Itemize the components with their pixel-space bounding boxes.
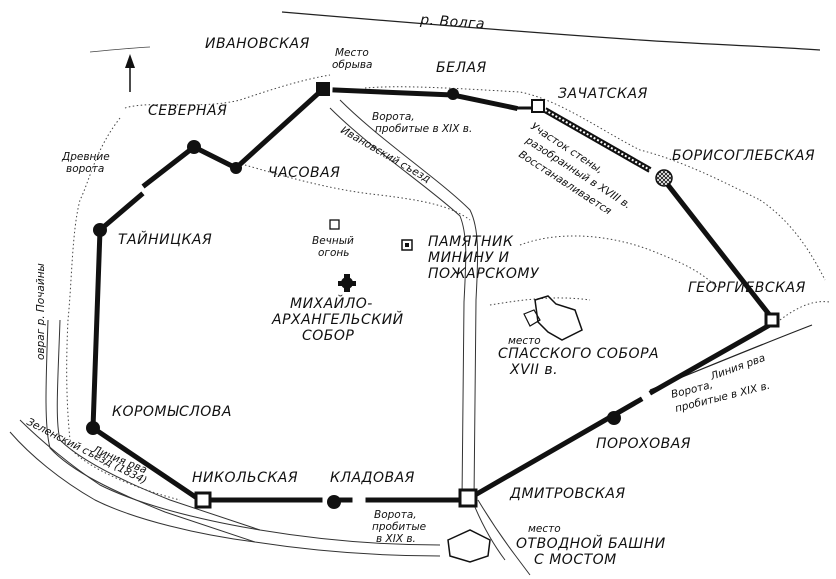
eternal-flame-icon bbox=[329, 219, 340, 230]
label-otvodnaya-3: С МОСТОМ bbox=[534, 552, 617, 568]
tower-belaya bbox=[447, 88, 459, 100]
label-borisoglebskaya: БОРИСОГЛЕБСКАЯ bbox=[672, 148, 815, 164]
label-porokhovaya: ПОРОХОВАЯ bbox=[596, 436, 691, 452]
label-georgievskaya: ГЕОРГИЕВСКАЯ bbox=[688, 280, 806, 296]
label-zachatskaya: ЗАЧАТСКАЯ bbox=[558, 86, 648, 102]
roads bbox=[9, 99, 531, 576]
tower-tainitskaya bbox=[93, 223, 107, 237]
otvodnaya-tower-outline bbox=[447, 529, 491, 563]
label-belaya: БЕЛАЯ bbox=[436, 60, 487, 76]
label-nikolskaya: НИКОЛЬСКАЯ bbox=[192, 470, 298, 486]
kremlin-wall bbox=[90, 86, 779, 509]
label-pamyatnik-2: МИНИНУ И bbox=[428, 250, 510, 266]
tower-severnaya bbox=[187, 140, 201, 154]
north-arrow-icon bbox=[125, 54, 135, 92]
label-sobor-2: АРХАНГЕЛЬСКИЙ bbox=[271, 310, 404, 328]
label-vorota-top-1: Ворота, bbox=[372, 111, 415, 123]
label-chasovaya: ЧАСОВАЯ bbox=[268, 165, 340, 181]
label-drevnie-1: Древние bbox=[61, 151, 110, 163]
label-kladovaya: КЛАДОВАЯ bbox=[330, 470, 415, 486]
tower-kladovaya bbox=[327, 495, 341, 509]
volga-shore bbox=[281, 11, 821, 51]
label-drevnie-2: ворота bbox=[66, 163, 104, 175]
label-mesto-obryva-1: Место bbox=[335, 47, 369, 59]
label-koromyslova: КОРОМЫСЛОВА bbox=[112, 404, 232, 420]
label-dmitrovskaya: ДМИТРОВСКАЯ bbox=[509, 486, 626, 502]
volga-shore-2 bbox=[89, 46, 151, 53]
label-otvodnaya-1: место bbox=[528, 523, 561, 535]
spassky-cathedral-outline bbox=[534, 295, 583, 341]
label-vechny-1: Вечный bbox=[312, 235, 354, 247]
tower-nikolskaya bbox=[194, 491, 212, 509]
label-severnaya: СЕВЕРНАЯ bbox=[148, 103, 227, 119]
label-spassky-1: место bbox=[508, 335, 541, 347]
label-vorota-bottom-1: Ворота, bbox=[374, 509, 417, 521]
monument-icon bbox=[401, 239, 413, 251]
label-mesto-obryva-2: обрыва bbox=[332, 59, 372, 71]
tower-dmitrovskaya bbox=[458, 488, 478, 508]
tower-porokhovaya bbox=[607, 411, 621, 425]
label-otvodnaya-2: ОТВОДНОЙ БАШНИ bbox=[516, 534, 666, 552]
label-sobor-3: СОБОР bbox=[302, 328, 354, 344]
tower-georgievskaya bbox=[764, 312, 780, 328]
label-tainitskaya: ТАЙНИЦКАЯ bbox=[118, 230, 212, 248]
tower-borisoglebskaya bbox=[655, 169, 673, 187]
label-spassky-3: XVII в. bbox=[509, 362, 558, 378]
cathedral-icon bbox=[338, 274, 356, 292]
tower-ivanovskaya bbox=[316, 82, 330, 96]
label-volga: р. Волга bbox=[419, 12, 486, 33]
label-ravine: овраг р. Почайны bbox=[35, 263, 47, 360]
tower-zachatskaya bbox=[531, 99, 545, 113]
tower-chasovaya bbox=[230, 162, 242, 174]
label-vorota-bottom-3: в XIX в. bbox=[376, 533, 416, 545]
label-sobor-1: МИХАЙЛО- bbox=[290, 294, 373, 312]
label-vechny-2: огонь bbox=[318, 247, 349, 259]
label-vorota-bottom-2: пробитые bbox=[372, 521, 426, 533]
label-spassky-2: СПАССКОГО СОБОРА bbox=[498, 346, 659, 362]
towers bbox=[86, 82, 780, 509]
label-pamyatnik-3: ПОЖАРСКОМУ bbox=[428, 266, 540, 282]
tower-koromyslova bbox=[86, 421, 100, 435]
label-vorota-top-2: пробитые в XIX в. bbox=[375, 123, 472, 135]
label-ivanovskaya: ИВАНОВСКАЯ bbox=[205, 36, 310, 52]
label-pamyatnik-1: ПАМЯТНИК bbox=[428, 234, 514, 250]
